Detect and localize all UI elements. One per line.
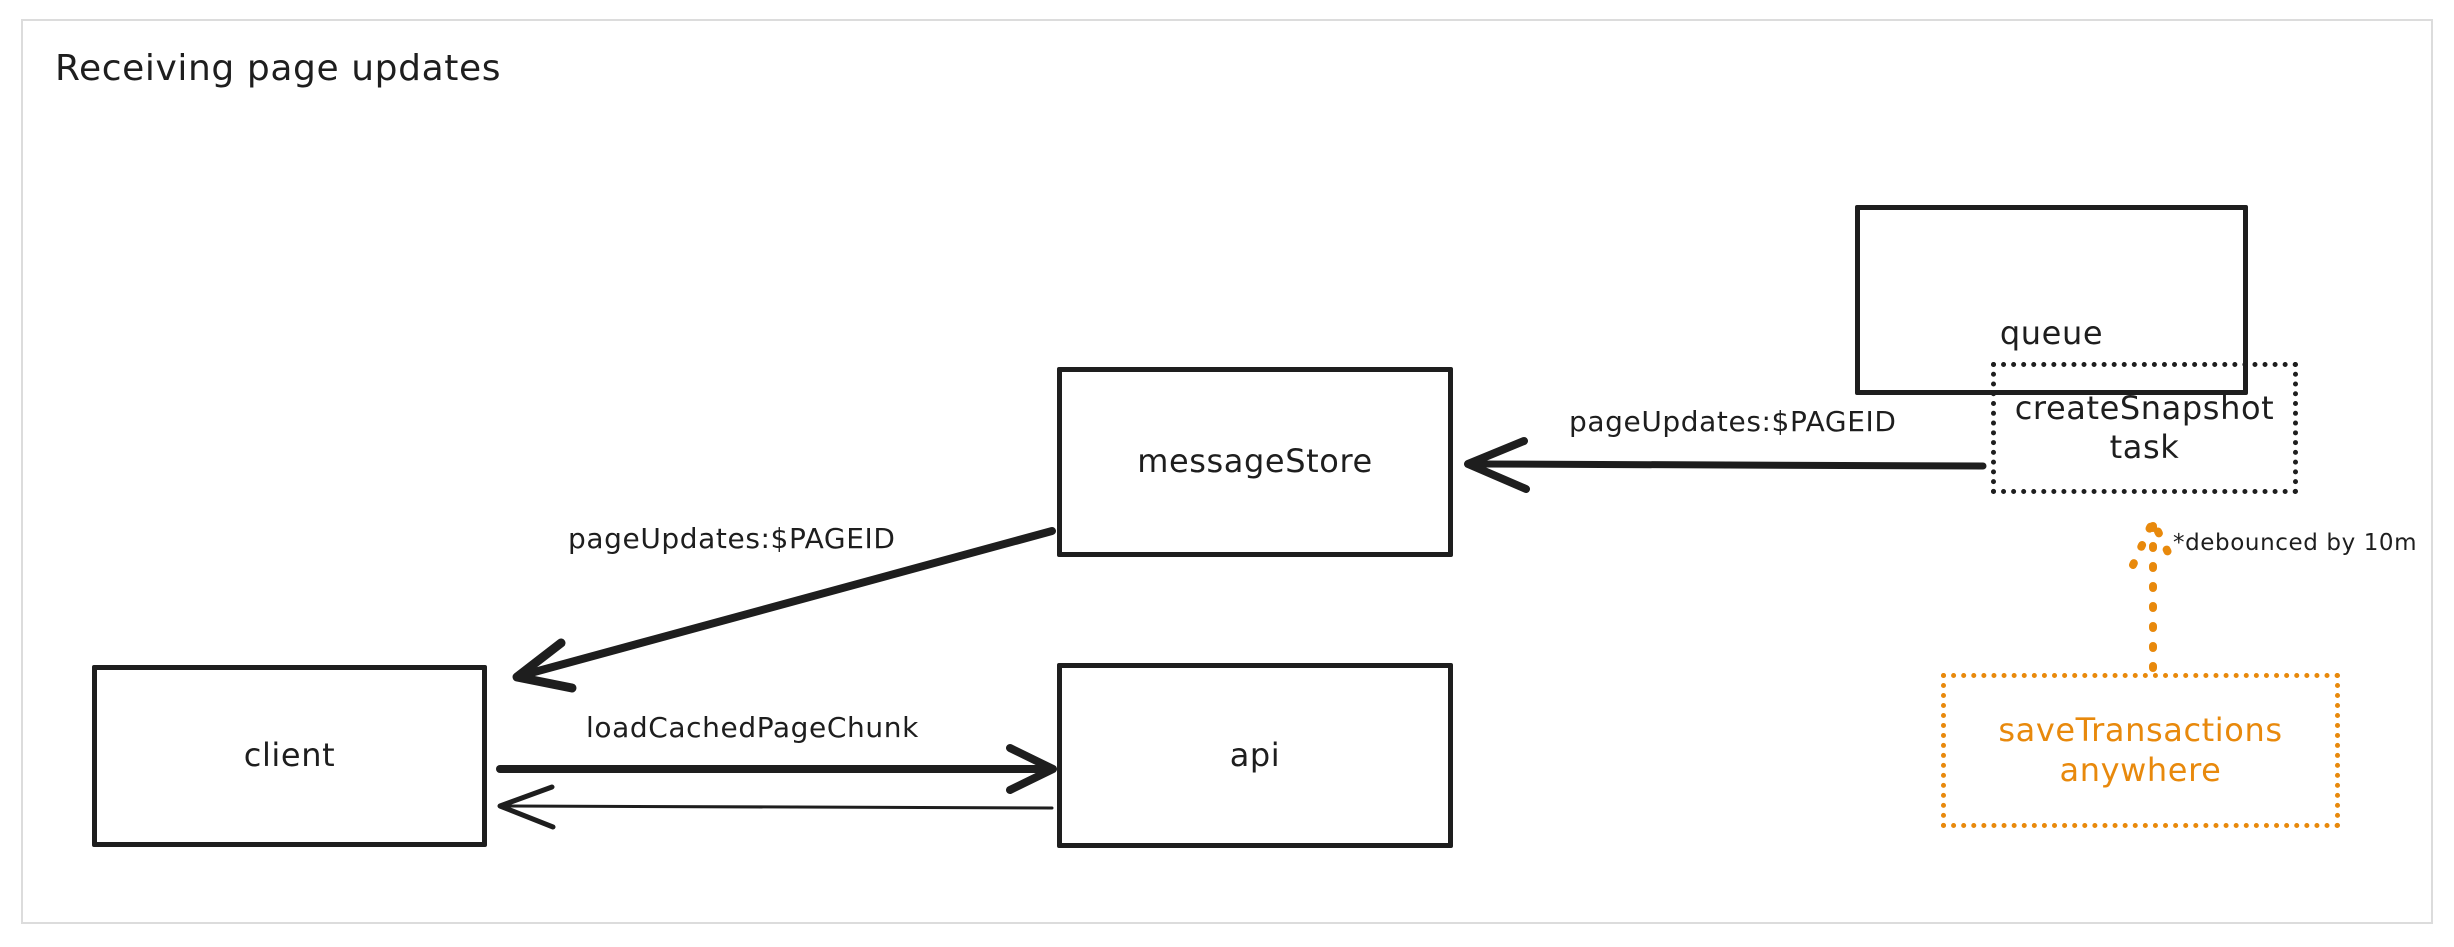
- node-client[interactable]: client: [92, 665, 487, 847]
- edge-label-page-updates-left: pageUpdates:$PAGEID: [568, 522, 896, 555]
- canvas-frame: [21, 19, 2433, 924]
- node-queue-label: queue: [1999, 314, 2104, 352]
- node-save-transactions-anywhere[interactable]: saveTransactions anywhere: [1941, 673, 2340, 828]
- edge-label-page-updates-right: pageUpdates:$PAGEID: [1569, 405, 1897, 438]
- node-client-label: client: [243, 736, 336, 775]
- node-api[interactable]: api: [1057, 663, 1453, 848]
- node-create-snapshot-task[interactable]: createSnapshot task: [1991, 362, 2298, 494]
- node-queue[interactable]: queue: [1855, 205, 2248, 395]
- node-api-label: api: [1229, 735, 1281, 774]
- edge-label-load-cached-page-chunk: loadCachedPageChunk: [586, 711, 919, 744]
- node-create-snapshot-task-label: createSnapshot task: [2014, 388, 2275, 466]
- node-message-store-label: messageStore: [1137, 442, 1373, 481]
- node-message-store[interactable]: messageStore: [1057, 367, 1453, 557]
- node-save-transactions-anywhere-label: saveTransactions anywhere: [1998, 711, 2283, 789]
- page-title: Receiving page updates: [55, 48, 502, 89]
- annotation-debounce-note: *debounced by 10m: [2173, 530, 2418, 556]
